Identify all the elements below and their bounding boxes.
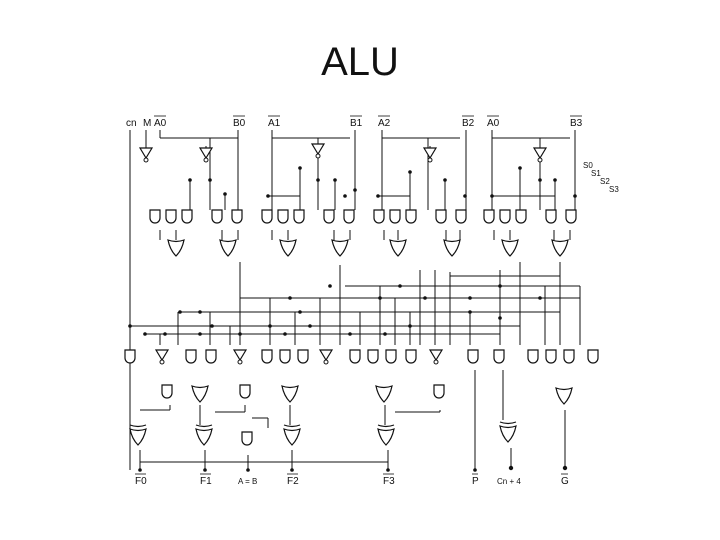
label-b1: B1 <box>350 118 363 129</box>
label-a2: A2 <box>378 118 391 129</box>
label-cn4: Cn + 4 <box>497 477 521 486</box>
inverter-m <box>139 147 153 163</box>
label-f1: F1 <box>200 476 212 487</box>
gate-row-4 <box>161 384 573 405</box>
label-g: G <box>561 476 569 487</box>
label-f0: F0 <box>135 476 147 487</box>
gate-row-3 <box>124 349 599 365</box>
nor-row-2 <box>167 239 569 257</box>
label-cn: cn <box>126 118 137 129</box>
slide-title: ALU <box>321 40 399 84</box>
label-a-eq-b: A = B <box>238 477 257 486</box>
inverter-b1 <box>311 143 325 159</box>
label-a1: A1 <box>268 118 281 129</box>
label-p: P <box>472 476 479 487</box>
inverter-b2 <box>423 147 437 163</box>
and-row-1 <box>149 209 577 224</box>
label-a0: A0 <box>154 118 167 129</box>
xor-row <box>129 421 517 446</box>
label-b2: B2 <box>462 118 475 129</box>
junction-dots <box>128 166 577 472</box>
label-s0: S0 <box>583 161 593 170</box>
label-a3: A0 <box>487 118 500 129</box>
label-s1: S1 <box>591 169 601 178</box>
label-s3: S3 <box>609 185 619 194</box>
label-f3: F3 <box>383 476 395 487</box>
label-b0: B0 <box>233 118 246 129</box>
wiring <box>129 130 581 470</box>
label-b3: B3 <box>570 118 583 129</box>
label-f2: F2 <box>287 476 299 487</box>
inverter-b3 <box>533 147 547 163</box>
label-m: M <box>143 118 151 129</box>
label-s2: S2 <box>600 177 610 186</box>
